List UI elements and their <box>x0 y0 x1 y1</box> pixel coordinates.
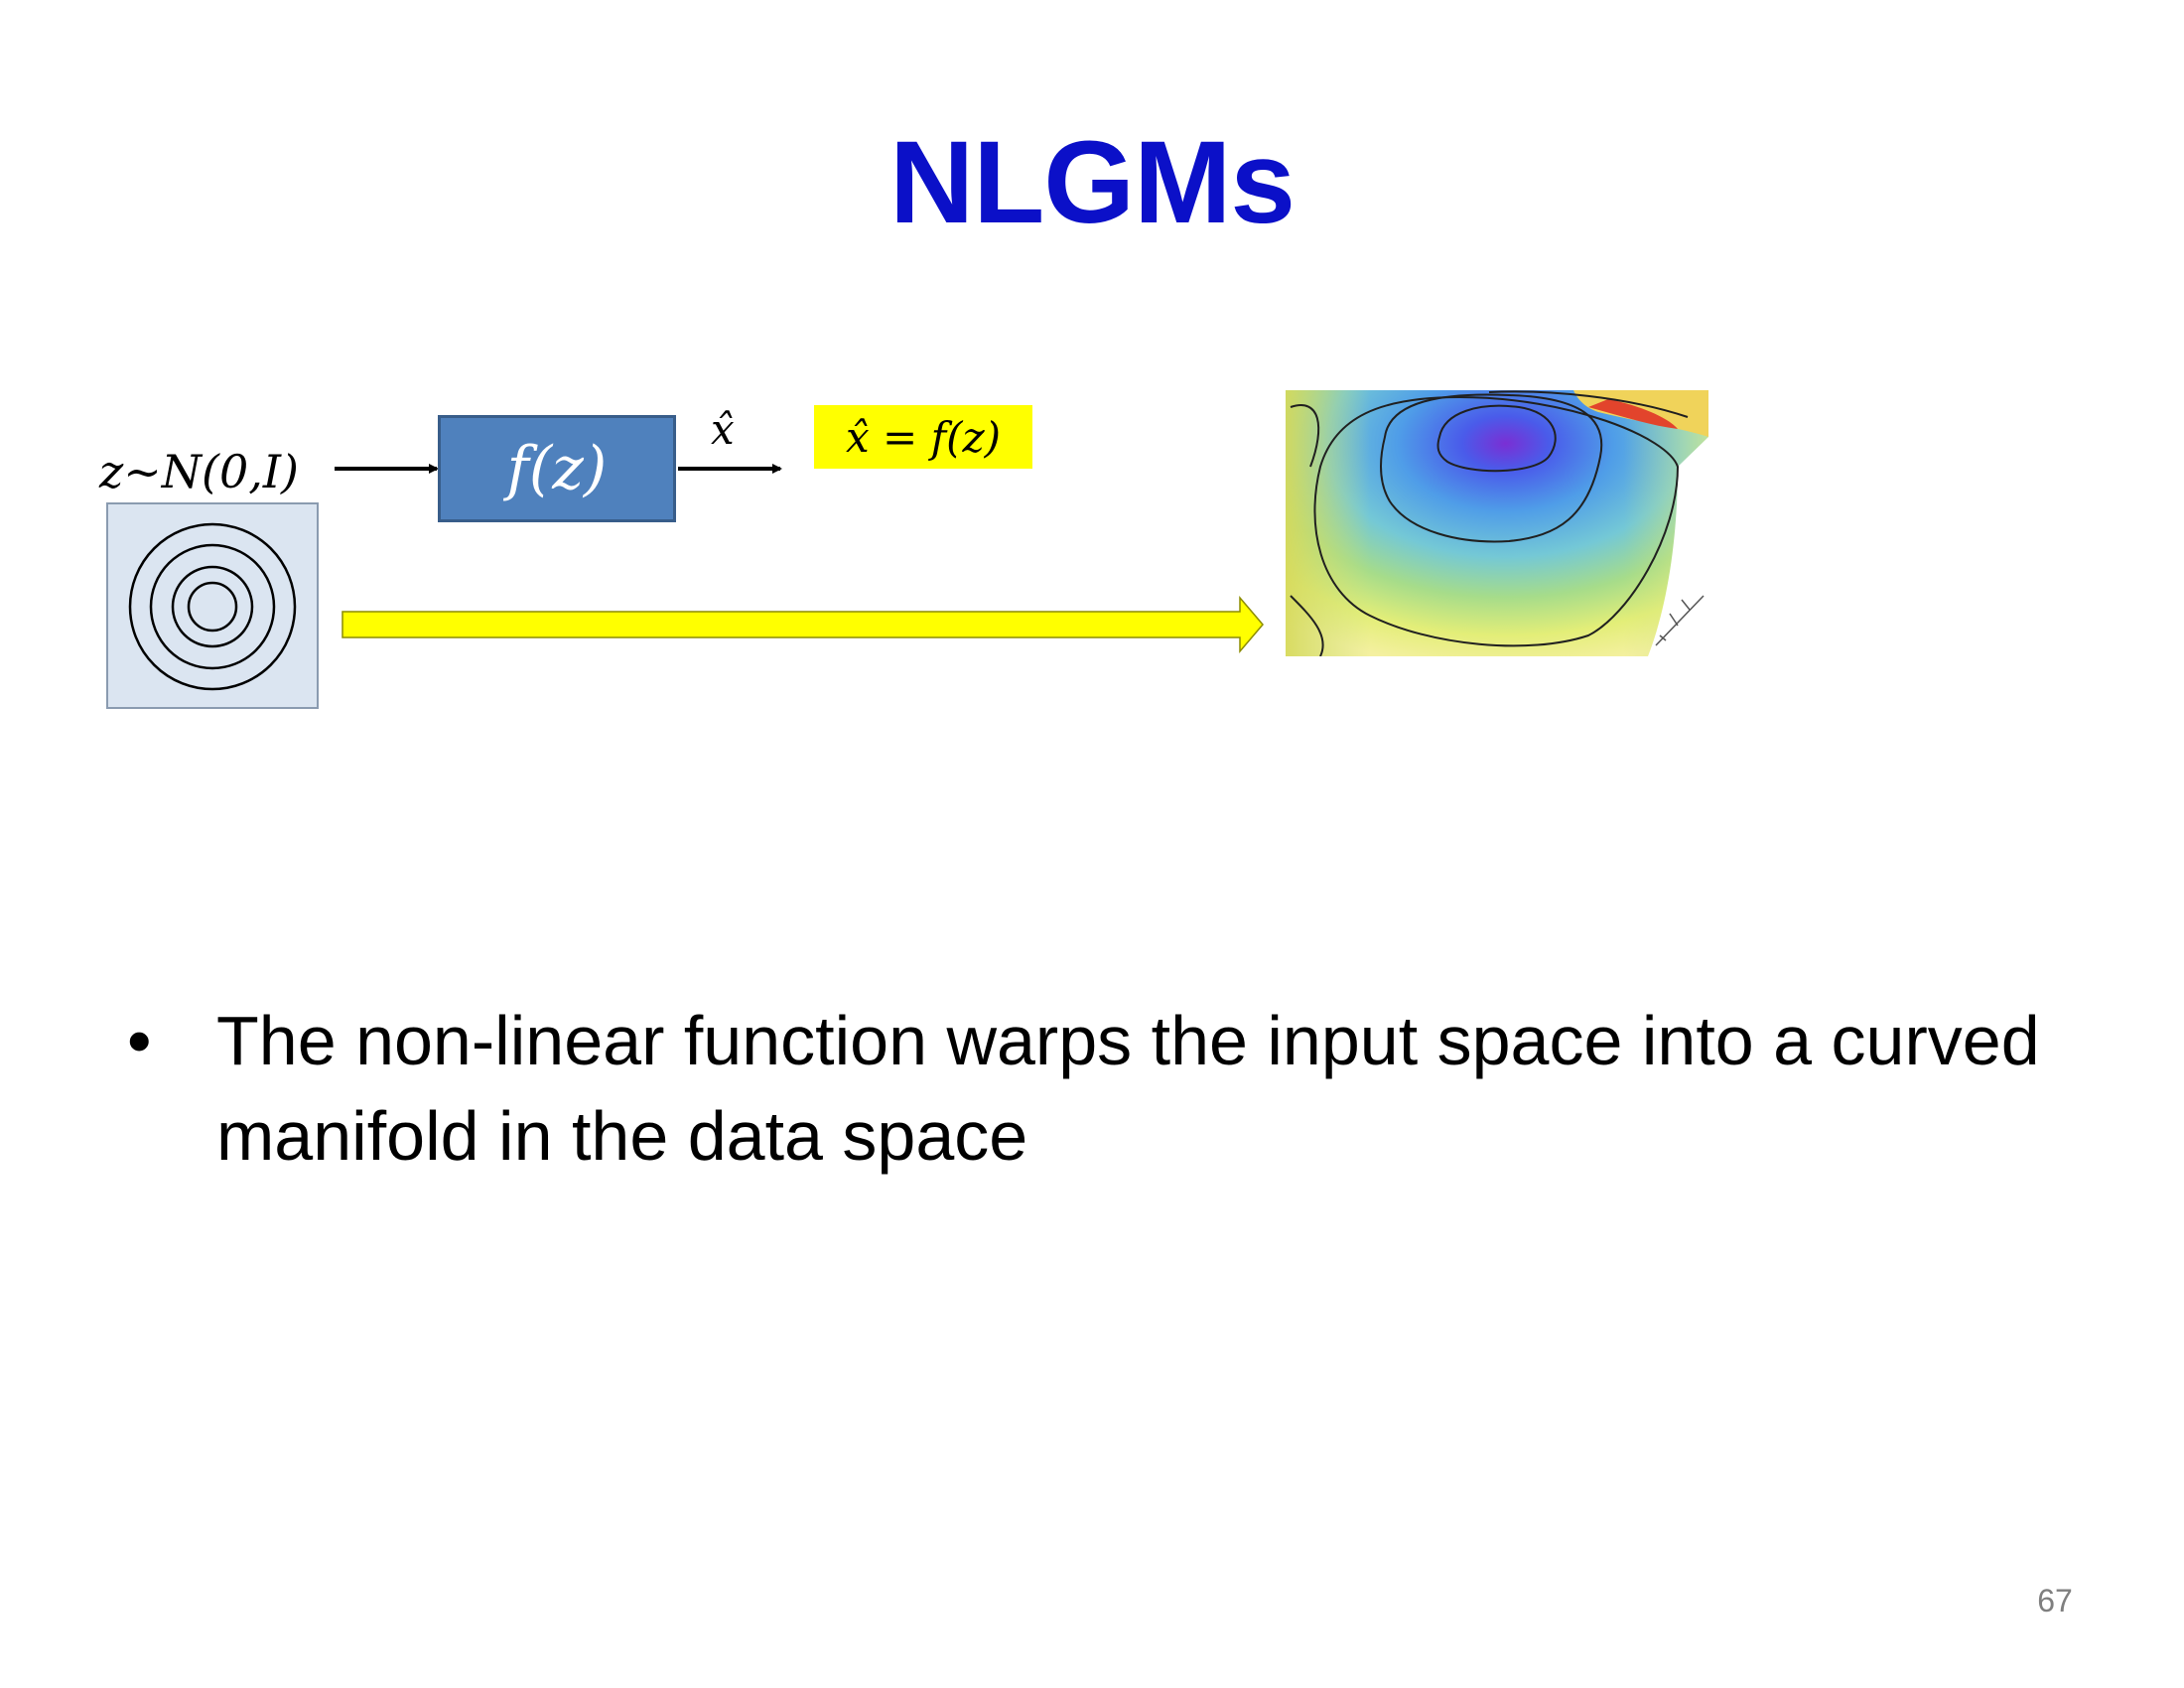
output-label: x̂ <box>711 405 735 454</box>
slide-title: NLGMs <box>889 117 1296 248</box>
surface-contour <box>1313 395 1680 647</box>
manifold-surface-image <box>1286 390 1708 656</box>
bullet-list: • The non-linear function warps the inpu… <box>127 993 2053 1184</box>
surface-contour <box>1290 404 1320 468</box>
bullet-text: The non-linear function warps the input … <box>216 1002 2040 1175</box>
function-block: f(z) <box>438 415 676 522</box>
surface-contour <box>1380 393 1603 543</box>
latent-contour <box>187 581 238 633</box>
bullet-marker: • <box>127 1002 152 1079</box>
latent-contour <box>128 522 297 691</box>
latent-contour <box>171 565 254 648</box>
bullet-item: • The non-linear function warps the inpu… <box>127 993 2053 1184</box>
latent-distribution-label: z∼N(0,I) <box>99 445 299 498</box>
surface-axis <box>1655 595 1705 646</box>
equation-label: x̂ = f(z) <box>845 412 1002 462</box>
surface-contour <box>1436 404 1557 473</box>
function-label: f(z) <box>506 434 608 503</box>
latent-contour <box>149 543 276 670</box>
mapping-arrow <box>341 595 1264 654</box>
page-number: 67 <box>2037 1583 2073 1618</box>
surface-contour <box>1488 390 1689 418</box>
latent-space-plot <box>106 502 319 709</box>
surface-contour <box>1290 595 1324 656</box>
equation-highlight: x̂ = f(z) <box>814 405 1032 469</box>
